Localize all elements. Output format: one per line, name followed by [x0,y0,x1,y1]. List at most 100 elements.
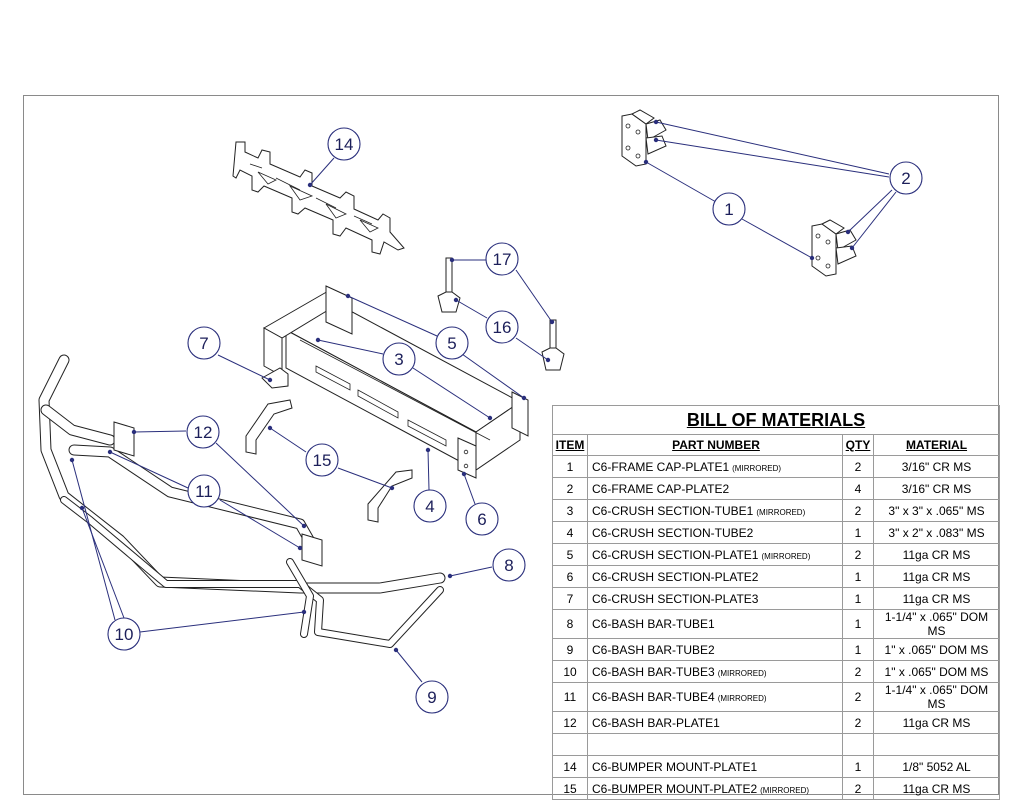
bom-part-number-text: C6-BASH BAR-TUBE4 [592,690,715,704]
svg-text:4: 4 [425,497,434,516]
bom-material: 3" x 2" x .083" MS [873,521,1000,544]
bom-item-number: 1 [552,455,588,478]
bom-item-number-text: 10 [563,664,577,679]
part-16-17-post-right [541,319,565,371]
svg-text:11: 11 [195,482,213,501]
svg-text:17: 17 [493,250,512,269]
bom-item-number-text: 2 [566,481,574,496]
bom-part-number: C6-CRUSH SECTION-PLATE1(MIRRORED) [587,543,843,566]
bom-item-number: 9 [552,638,588,661]
bom-part-number: C6-BASH BAR-TUBE1 [587,609,843,639]
bom-part-number-text: C6-CRUSH SECTION-TUBE2 [592,525,754,540]
svg-text:16: 16 [493,318,512,337]
bom-qty-text: 1 [854,591,862,606]
bom-qty-text: 2 [854,459,862,474]
bom-qty-text: 1 [854,569,862,584]
part-15-bracket-lower [367,469,413,523]
bom-qty: 2 [842,711,874,734]
bom-material: 11ga CR MS [873,777,1000,800]
bom-item-number: 15 [552,777,588,800]
bom-row [552,733,1000,756]
bom-part-number-text: C6-BASH BAR-PLATE1 [592,715,720,730]
bom-item-number: 5 [552,543,588,566]
bom-item-number: 7 [552,587,588,610]
bom-qty: 2 [842,543,874,566]
svg-text:2: 2 [901,169,910,188]
leader-lines [71,121,897,683]
svg-text:7: 7 [199,334,208,353]
bom-item-number: 2 [552,477,588,500]
bom-material-text: 11ga CR MS [902,569,971,584]
svg-text:14: 14 [335,135,354,154]
bom-material [873,733,1000,756]
bom-header-item: ITEM [552,434,588,456]
bom-part-number-text: C6-CRUSH SECTION-PLATE2 [592,569,759,584]
bom-part-note: (MIRRORED) [760,785,810,795]
bom-material: 1" x .065" DOM MS [873,660,1000,683]
bill-of-materials-table: BILL OF MATERIALS ITEM PART NUMBER QTY M… [552,405,1000,800]
part-16-17-post-left [437,257,461,313]
bom-material-text: 11ga CR MS [902,715,971,730]
bom-material: 1/8" 5052 AL [873,755,1000,778]
bom-qty: 4 [842,477,874,500]
bom-item-number: 3 [552,499,588,522]
bom-qty: 2 [842,455,874,478]
bom-material: 1-1/4" x .065" DOM MS [873,682,1000,712]
bom-qty: 1 [842,521,874,544]
bom-part-number-text: C6-FRAME CAP-PLATE1 [592,459,730,474]
bom-material-text: 3" x 3" x .065" MS [888,503,985,518]
bom-material: 1-1/4" x .065" DOM MS [873,609,1000,639]
bom-item-number-text: 5 [566,547,574,562]
bom-qty-text: 4 [854,481,862,496]
bom-qty-text: 2 [854,503,862,518]
bom-part-note: (MIRRORED) [732,463,782,473]
leader-arrowheads [69,119,855,653]
bom-part-number-text: C6-FRAME CAP-PLATE2 [592,481,730,496]
bom-material-text: 1/8" 5052 AL [902,759,971,774]
bom-item-number-text: 3 [566,503,574,518]
balloon-5: 5 [435,326,469,360]
bom-part-number-text: C6-CRUSH SECTION-PLATE1 [592,547,759,562]
bom-header-part-number: PART NUMBER [587,434,843,456]
bom-item-number-text: 8 [566,617,574,631]
balloon-10: 10 [107,617,141,651]
bom-qty: 2 [842,777,874,800]
bom-qty-text: 2 [854,781,862,796]
bom-item-number-text: 11 [563,690,577,704]
bom-part-number-text: C6-BASH BAR-TUBE3 [592,664,715,679]
bom-qty: 1 [842,587,874,610]
balloon-1: 1 [712,192,746,226]
bom-part-number: C6-BASH BAR-TUBE3(MIRRORED) [587,660,843,683]
bom-item-number: 11 [552,682,588,712]
bom-item-number-text: 12 [563,715,577,730]
balloon-8: 8 [492,548,526,582]
bom-material: 3" x 3" x .065" MS [873,499,1000,522]
bom-part-number: C6-CRUSH SECTION-PLATE2 [587,565,843,588]
bom-part-number: C6-CRUSH SECTION-TUBE2 [587,521,843,544]
bom-part-number: C6-BASH BAR-TUBE4(MIRRORED) [587,682,843,712]
svg-text:9: 9 [427,688,436,707]
svg-text:8: 8 [504,556,513,575]
svg-text:6: 6 [477,510,486,529]
bom-material: 11ga CR MS [873,543,1000,566]
bom-qty: 2 [842,499,874,522]
bom-material: 11ga CR MS [873,565,1000,588]
svg-text:15: 15 [313,451,332,470]
bom-qty: 1 [842,638,874,661]
bom-part-number: C6-CRUSH SECTION-TUBE1(MIRRORED) [587,499,843,522]
bom-row: 12 C6-BASH BAR-PLATE1 2 11ga CR MS [552,711,1000,734]
bom-part-number: C6-BUMPER MOUNT-PLATE1 [587,755,843,778]
bom-item-number: 4 [552,521,588,544]
bom-material-text: 1" x .065" DOM MS [884,642,989,657]
bom-qty: 1 [842,609,874,639]
bom-item-number: 14 [552,755,588,778]
bom-part-number: C6-FRAME CAP-PLATE2 [587,477,843,500]
svg-text:10: 10 [115,625,134,644]
